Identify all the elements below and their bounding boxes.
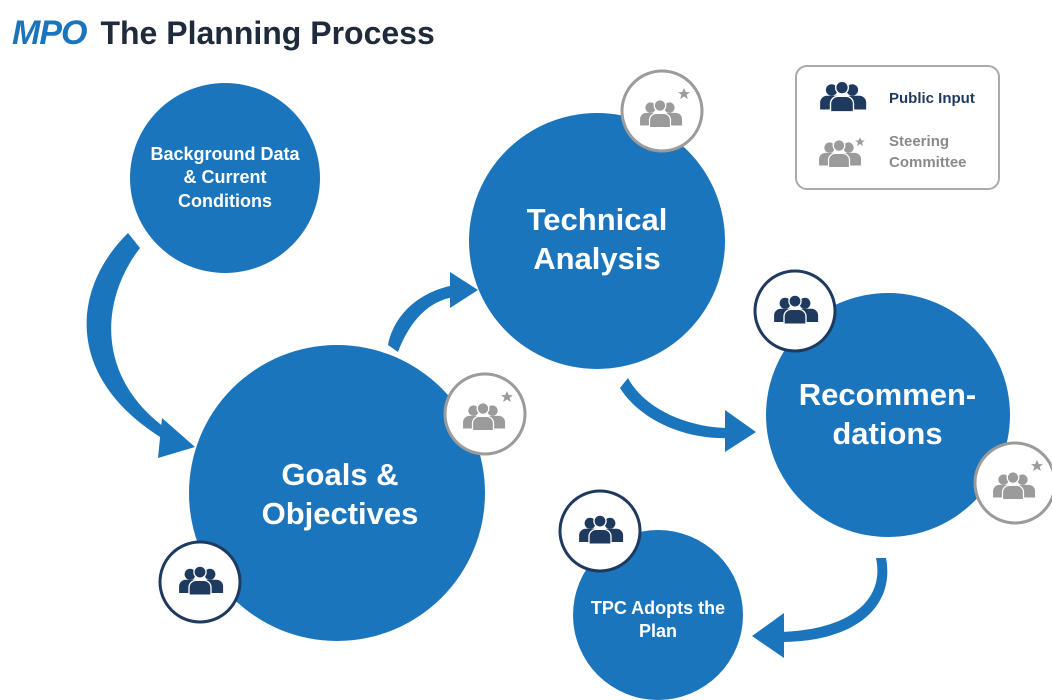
arrowhead-tpc xyxy=(752,613,784,658)
node-label-tpc: TPC Adopts the Plan xyxy=(590,597,726,641)
arrow-recommendations-to-tpc xyxy=(780,558,888,642)
node-technical xyxy=(469,113,725,369)
legend-label-public-input: Public Input xyxy=(889,89,975,107)
public-input-icon xyxy=(558,489,642,573)
flow-arrows xyxy=(86,233,888,658)
public-input-icon xyxy=(753,269,837,353)
node-label-technical: Technical Analysis xyxy=(526,202,668,276)
arrow-goals-to-technical xyxy=(388,285,455,352)
public-input-badges xyxy=(158,269,837,624)
arrowhead-goals xyxy=(158,418,195,458)
steering-committee-badges xyxy=(443,69,1052,525)
page-title: The Planning Process xyxy=(100,14,435,51)
node-label-goals: Goals & Objectives xyxy=(261,457,419,531)
node-label-recommendations: Recommen- dations xyxy=(798,377,977,451)
arrowhead-technical xyxy=(450,272,478,308)
steering-committee-legend-icon xyxy=(818,137,865,169)
legend-label-steering-committee: Steering Committee xyxy=(889,133,967,171)
arrow-background-to-goals xyxy=(86,233,168,440)
legend-steering-committee: Steering Committee xyxy=(817,131,979,173)
legend: Public Input Steering Committee xyxy=(795,65,1000,190)
steering-committee-icon xyxy=(973,441,1052,525)
node-recommendations xyxy=(766,293,1010,537)
steering-committee-icon xyxy=(620,69,704,153)
header: MPO The Planning Process xyxy=(12,8,435,58)
steering-committee-icon xyxy=(443,372,527,456)
node-background xyxy=(130,83,320,273)
node-goals xyxy=(189,345,485,641)
node-label-background: Background Data & Current Conditions xyxy=(150,143,300,211)
public-input-legend-icon xyxy=(819,81,867,113)
public-input-icon xyxy=(158,540,242,624)
node-tpc xyxy=(573,530,743,700)
legend-public-input: Public Input xyxy=(817,81,975,115)
arrowhead-recommendations xyxy=(725,410,756,452)
arrow-technical-to-recommendations xyxy=(620,378,730,439)
mpo-logo: MPO xyxy=(12,13,87,52)
